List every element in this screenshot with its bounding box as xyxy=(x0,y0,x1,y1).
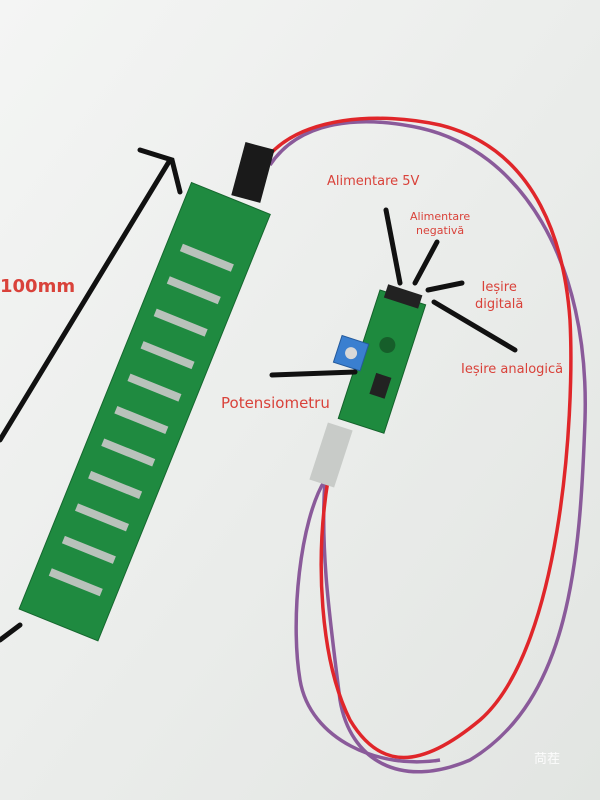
label-potentiometer: Potensiometru xyxy=(221,394,330,412)
label-ground-line1: Alimentare xyxy=(410,210,471,223)
label-digital-line1: Ieșire xyxy=(481,280,517,295)
sensor-plug xyxy=(309,422,353,488)
annotation-lines xyxy=(0,147,518,643)
watermark: 苘茬 xyxy=(534,752,561,767)
label-digital-output: Ieșire digitală xyxy=(475,279,523,313)
sensor-module xyxy=(332,284,427,434)
connector xyxy=(231,142,275,203)
label-ground-line2: negativă xyxy=(416,224,465,237)
dimension-label: 100mm xyxy=(0,276,76,297)
label-analog-output: Ieșire analogică xyxy=(461,362,564,377)
label-ground: Alimentare negativă xyxy=(410,210,470,238)
wires xyxy=(263,116,587,774)
label-power-5v: Alimentare 5V xyxy=(327,174,420,189)
label-digital-line2: digitală xyxy=(475,297,524,312)
water-level-sensor-strip xyxy=(18,181,271,642)
